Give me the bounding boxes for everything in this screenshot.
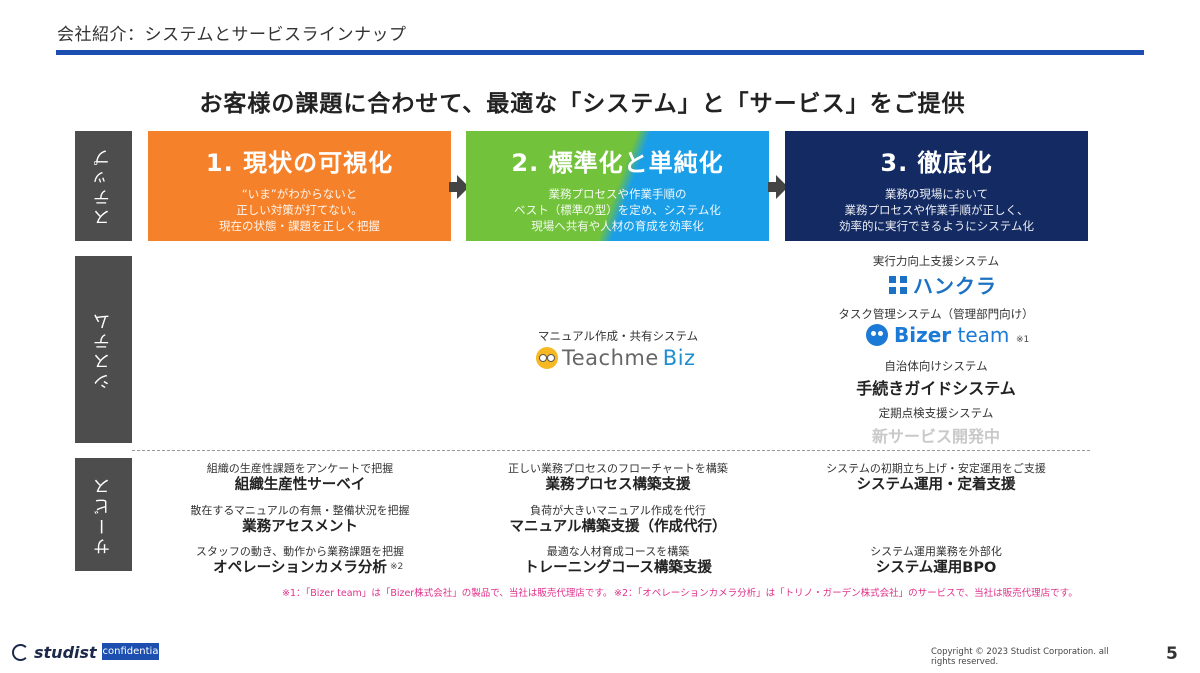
step-box-standardize: 2. 標準化と単純化 業務プロセスや作業手順のベスト（標準の型）を定め、システム…	[466, 131, 769, 241]
note-mark: ※1	[1016, 335, 1030, 345]
service-caption: 負荷が大きいマニュアル作成を代行	[530, 504, 706, 517]
service-name: 業務アセスメント	[242, 519, 358, 535]
service-name: トレーニングコース構築支援	[524, 560, 712, 576]
step-box-visualize: 1. 現状の可視化 “いま”がわからないと正しい対策が打てない。現在の状態・課題…	[148, 131, 451, 241]
copyright: Copyright © 2023 Studist Corporation. al…	[931, 647, 1109, 667]
service-name: オペレーションカメラ分析	[213, 560, 387, 576]
service-caption: システムの初期立ち上げ・安定運用をご支援	[826, 462, 1046, 475]
guide-name: 手続きガイドシステム	[856, 379, 1016, 398]
studist-logo-icon	[12, 644, 29, 661]
service-name: システム運用BPO	[875, 560, 997, 576]
confidential-badge: confidentia	[102, 643, 159, 660]
footnote-2: ※2：「オペレーションカメラ分析」は「トリノ・ガーデン株式会社」のサービスで、当…	[614, 588, 1078, 599]
hancra-logo: ハンクラ	[889, 270, 997, 299]
step-title: 3. 徹底化	[880, 149, 993, 177]
section-divider	[132, 450, 1090, 451]
hancra-caption: 実行力向上支援システム	[872, 254, 1000, 268]
bizer-caption: タスク管理システム（管理部門向け）	[838, 307, 1034, 321]
studist-logo: studist	[12, 643, 97, 662]
teachme-face-icon	[536, 347, 558, 369]
service-caption: 組織の生産性課題をアンケートで把握	[206, 462, 394, 475]
teachme-caption: マニュアル作成・共有システム	[537, 329, 699, 343]
header-rule	[56, 50, 1144, 55]
service-name: システム運用・定着支援	[856, 477, 1016, 493]
bizer-team-logo: Bizer team	[866, 323, 1009, 347]
row-label-step: ステップ	[75, 131, 132, 241]
service-caption: 正しい業務プロセスのフローチャートを構築	[508, 462, 728, 475]
note-mark: ※2	[390, 562, 404, 572]
step-title: 2. 標準化と単純化	[511, 149, 724, 177]
service-caption: 最適な人材育成コースを構築	[546, 545, 690, 558]
new-service-caption: 定期点検支援システム	[878, 406, 994, 420]
new-service-name: 新サービス開発中	[871, 427, 1000, 446]
row-label-service: サービス	[75, 458, 132, 571]
step-box-thorough: 3. 徹底化 業務の現場において業務プロセスや作業手順が正しく、効率的に実行でき…	[785, 131, 1088, 241]
hancra-logo-icon	[889, 275, 907, 294]
step-desc: “いま”がわからないと正しい対策が打てない。現在の状態・課題を正しく把握	[219, 187, 380, 233]
service-name: 業務プロセス構築支援	[545, 477, 691, 493]
guide-caption: 自治体向けシステム	[884, 359, 988, 373]
step-title: 1. 現状の可視化	[205, 149, 394, 177]
service-name: マニュアル構築支援（作成代行）	[509, 519, 727, 535]
service-caption: スタッフの動き、動作から業務課題を把握	[195, 545, 405, 558]
step-desc: 業務の現場において業務プロセスや作業手順が正しく、効率的に実行できるようにシステ…	[839, 187, 1034, 233]
row-label-system: システム	[75, 256, 132, 443]
studist-logo-text: studist	[34, 643, 97, 662]
bizer-face-icon	[866, 324, 888, 346]
service-caption: システム運用業務を外部化	[870, 545, 1002, 558]
page-title: 会社紹介：システムとサービスラインナップ	[57, 25, 407, 45]
page-number: 5	[1166, 644, 1178, 664]
headline: お客様の課題に合わせて、最適な「システム」と「サービス」をご提供	[199, 91, 966, 117]
service-caption: 散在するマニュアルの有無・整備状況を把握	[190, 504, 410, 517]
hancra-name: ハンクラ	[913, 274, 997, 298]
bizer-name: Bizer team	[894, 323, 1010, 347]
footnote-1: ※1：「Bizer team」は「Bizer株式会社」の製品で、当社は販売代理店…	[282, 588, 613, 599]
step-desc: 業務プロセスや作業手順のベスト（標準の型）を定め、システム化現場へ共有や人材の育…	[514, 187, 721, 233]
service-name: 組織生産性サーベイ	[234, 477, 366, 493]
